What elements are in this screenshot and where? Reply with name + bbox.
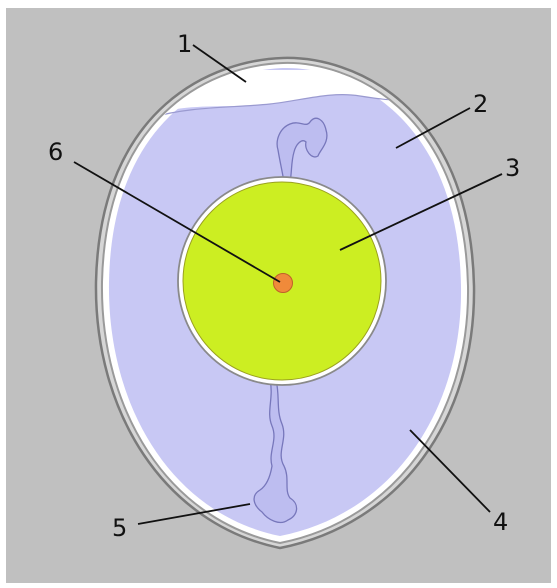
label-2: 2: [473, 90, 488, 118]
germinal-disc: [274, 274, 293, 293]
label-5: 5: [112, 514, 127, 542]
label-1: 1: [177, 30, 192, 58]
label-3: 3: [505, 154, 520, 182]
label-4: 4: [493, 508, 508, 536]
label-6: 6: [48, 138, 63, 166]
